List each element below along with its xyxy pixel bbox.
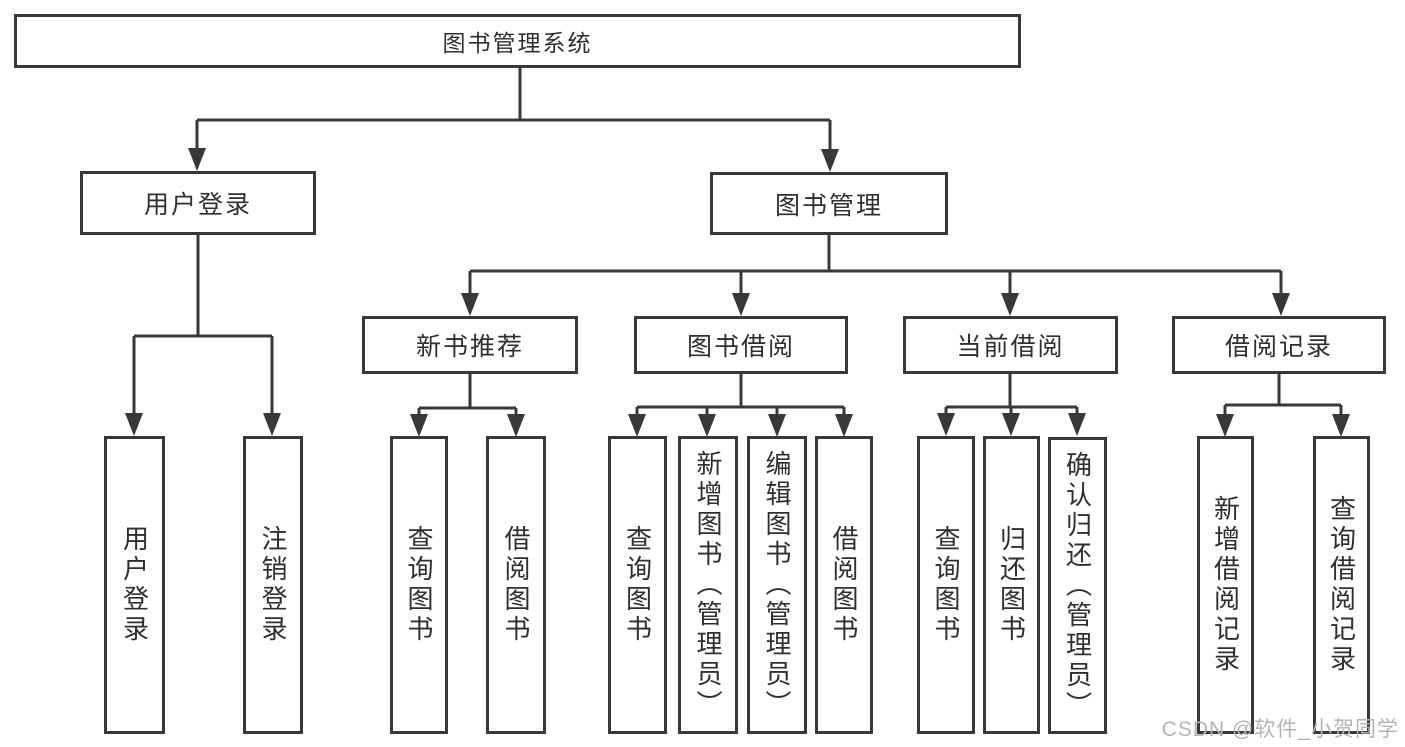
node-book-borrowing: 图书借阅 [634, 316, 848, 374]
leaf-bb-query-books: 查询图书 [608, 436, 667, 734]
csdn-watermark: CSDN @软件_小贺同学 [1161, 718, 1399, 741]
leaf-cb-return-books: 归还图书 [983, 436, 1040, 734]
leaf-bb-add-books-admin: 新增图书（管理员） [678, 436, 738, 734]
leaf-nb-borrow-books: 借阅图书 [486, 436, 546, 734]
leaf-logout: 注销登录 [243, 436, 303, 734]
node-user-login-branch: 用户登录 [80, 171, 316, 235]
leaf-cb-confirm-return-admin: 确认归还（管理员） [1048, 437, 1107, 734]
leaf-br-query-record: 查询借阅记录 [1313, 436, 1370, 734]
leaf-bb-borrow-books: 借阅图书 [815, 436, 873, 734]
leaf-nb-query-books: 查询图书 [390, 436, 448, 734]
node-borrowing-records: 借阅记录 [1172, 316, 1386, 374]
leaf-cb-query-books: 查询图书 [917, 436, 975, 734]
node-book-management: 图书管理 [710, 172, 948, 235]
node-library-system: 图书管理系统 [14, 14, 1021, 68]
node-current-borrowing: 当前借阅 [903, 316, 1118, 374]
leaf-br-add-record: 新增借阅记录 [1197, 436, 1254, 734]
node-new-book-recommend: 新书推荐 [362, 316, 578, 374]
leaf-bb-edit-books-admin: 编辑图书（管理员） [747, 436, 807, 734]
leaf-user-login: 用户登录 [104, 436, 165, 734]
